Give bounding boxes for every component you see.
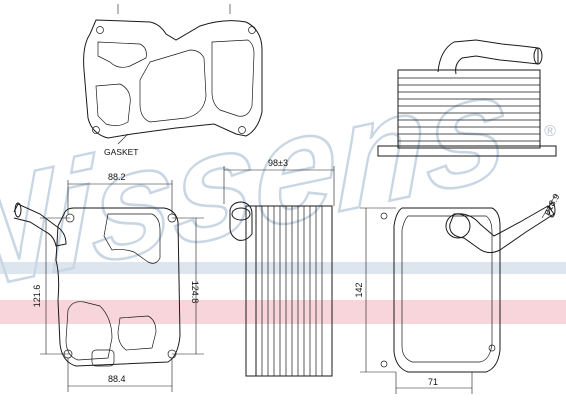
cooler-pipe-end <box>533 47 543 65</box>
rear-bolt-hole <box>380 212 388 220</box>
rear-view <box>380 202 556 373</box>
front-inner-cavity <box>117 315 157 351</box>
front-inner-cavity <box>103 213 161 264</box>
dim-pipe-diameter: ø18.9 <box>541 192 561 217</box>
side-fins <box>261 206 323 376</box>
front-port-square <box>91 349 115 367</box>
rear-housing-outline <box>393 207 501 373</box>
side-view <box>229 201 333 377</box>
front-inlet-pipe-end <box>14 202 22 218</box>
gasket-opening-bottom-left <box>95 83 131 126</box>
registered-mark: ® <box>544 123 556 140</box>
dim-side-length: 98±3 <box>268 158 288 168</box>
front-housing-outline <box>55 207 181 367</box>
cooler-base-plate <box>377 145 557 157</box>
gasket-bolt-hole <box>96 26 104 34</box>
watermark-stripe-blue <box>0 262 566 274</box>
dim-front-right-height: 124.8 <box>190 281 200 304</box>
dim-rear-height: 142 <box>354 282 364 297</box>
gasket-bolt-hole <box>92 126 100 134</box>
gasket-opening-left <box>97 41 147 68</box>
rear-bolt-hole <box>488 344 496 352</box>
product-3d-view <box>377 39 557 157</box>
gasket-leader <box>117 133 129 145</box>
rear-bolt-hole <box>380 360 388 368</box>
side-pipe-stub <box>229 201 253 241</box>
watermark-brand: Nissens <box>0 38 508 328</box>
gasket-view: GASKET <box>83 4 263 157</box>
rear-port-ring <box>445 213 471 239</box>
gasket-opening-center <box>139 49 207 123</box>
rear-inner-outline <box>401 215 493 363</box>
dim-front-bottom-width: 88.4 <box>108 374 126 384</box>
front-inlet-pipe <box>13 203 67 247</box>
side-dimensions: 98±3 <box>223 158 335 206</box>
gasket-outline <box>83 19 263 139</box>
cooler-core-body <box>397 69 541 149</box>
rear-pipe-end <box>548 202 556 218</box>
gasket-opening-right <box>211 39 255 117</box>
cooler-outlet-pipe <box>437 39 539 75</box>
watermark-stripe-pink <box>0 300 566 324</box>
cooler-fins <box>398 77 540 142</box>
gasket-bolt-hole <box>248 26 256 34</box>
gasket-label: GASKET <box>104 147 138 157</box>
front-dimensions: 88.2 88.4 121.6 124.8 <box>32 172 204 392</box>
front-inner-cavity <box>65 301 113 361</box>
dim-front-left-height: 121.6 <box>32 285 42 308</box>
dim-front-top-width: 88.2 <box>108 172 126 182</box>
dim-line-pipe-diameter <box>541 193 557 219</box>
side-pipe-end <box>231 207 251 221</box>
gasket-bolt-hole <box>238 126 246 134</box>
side-base-flange <box>245 205 257 377</box>
dim-rear-bottom-width: 71 <box>428 377 438 387</box>
rear-outlet-pipe <box>449 205 555 254</box>
